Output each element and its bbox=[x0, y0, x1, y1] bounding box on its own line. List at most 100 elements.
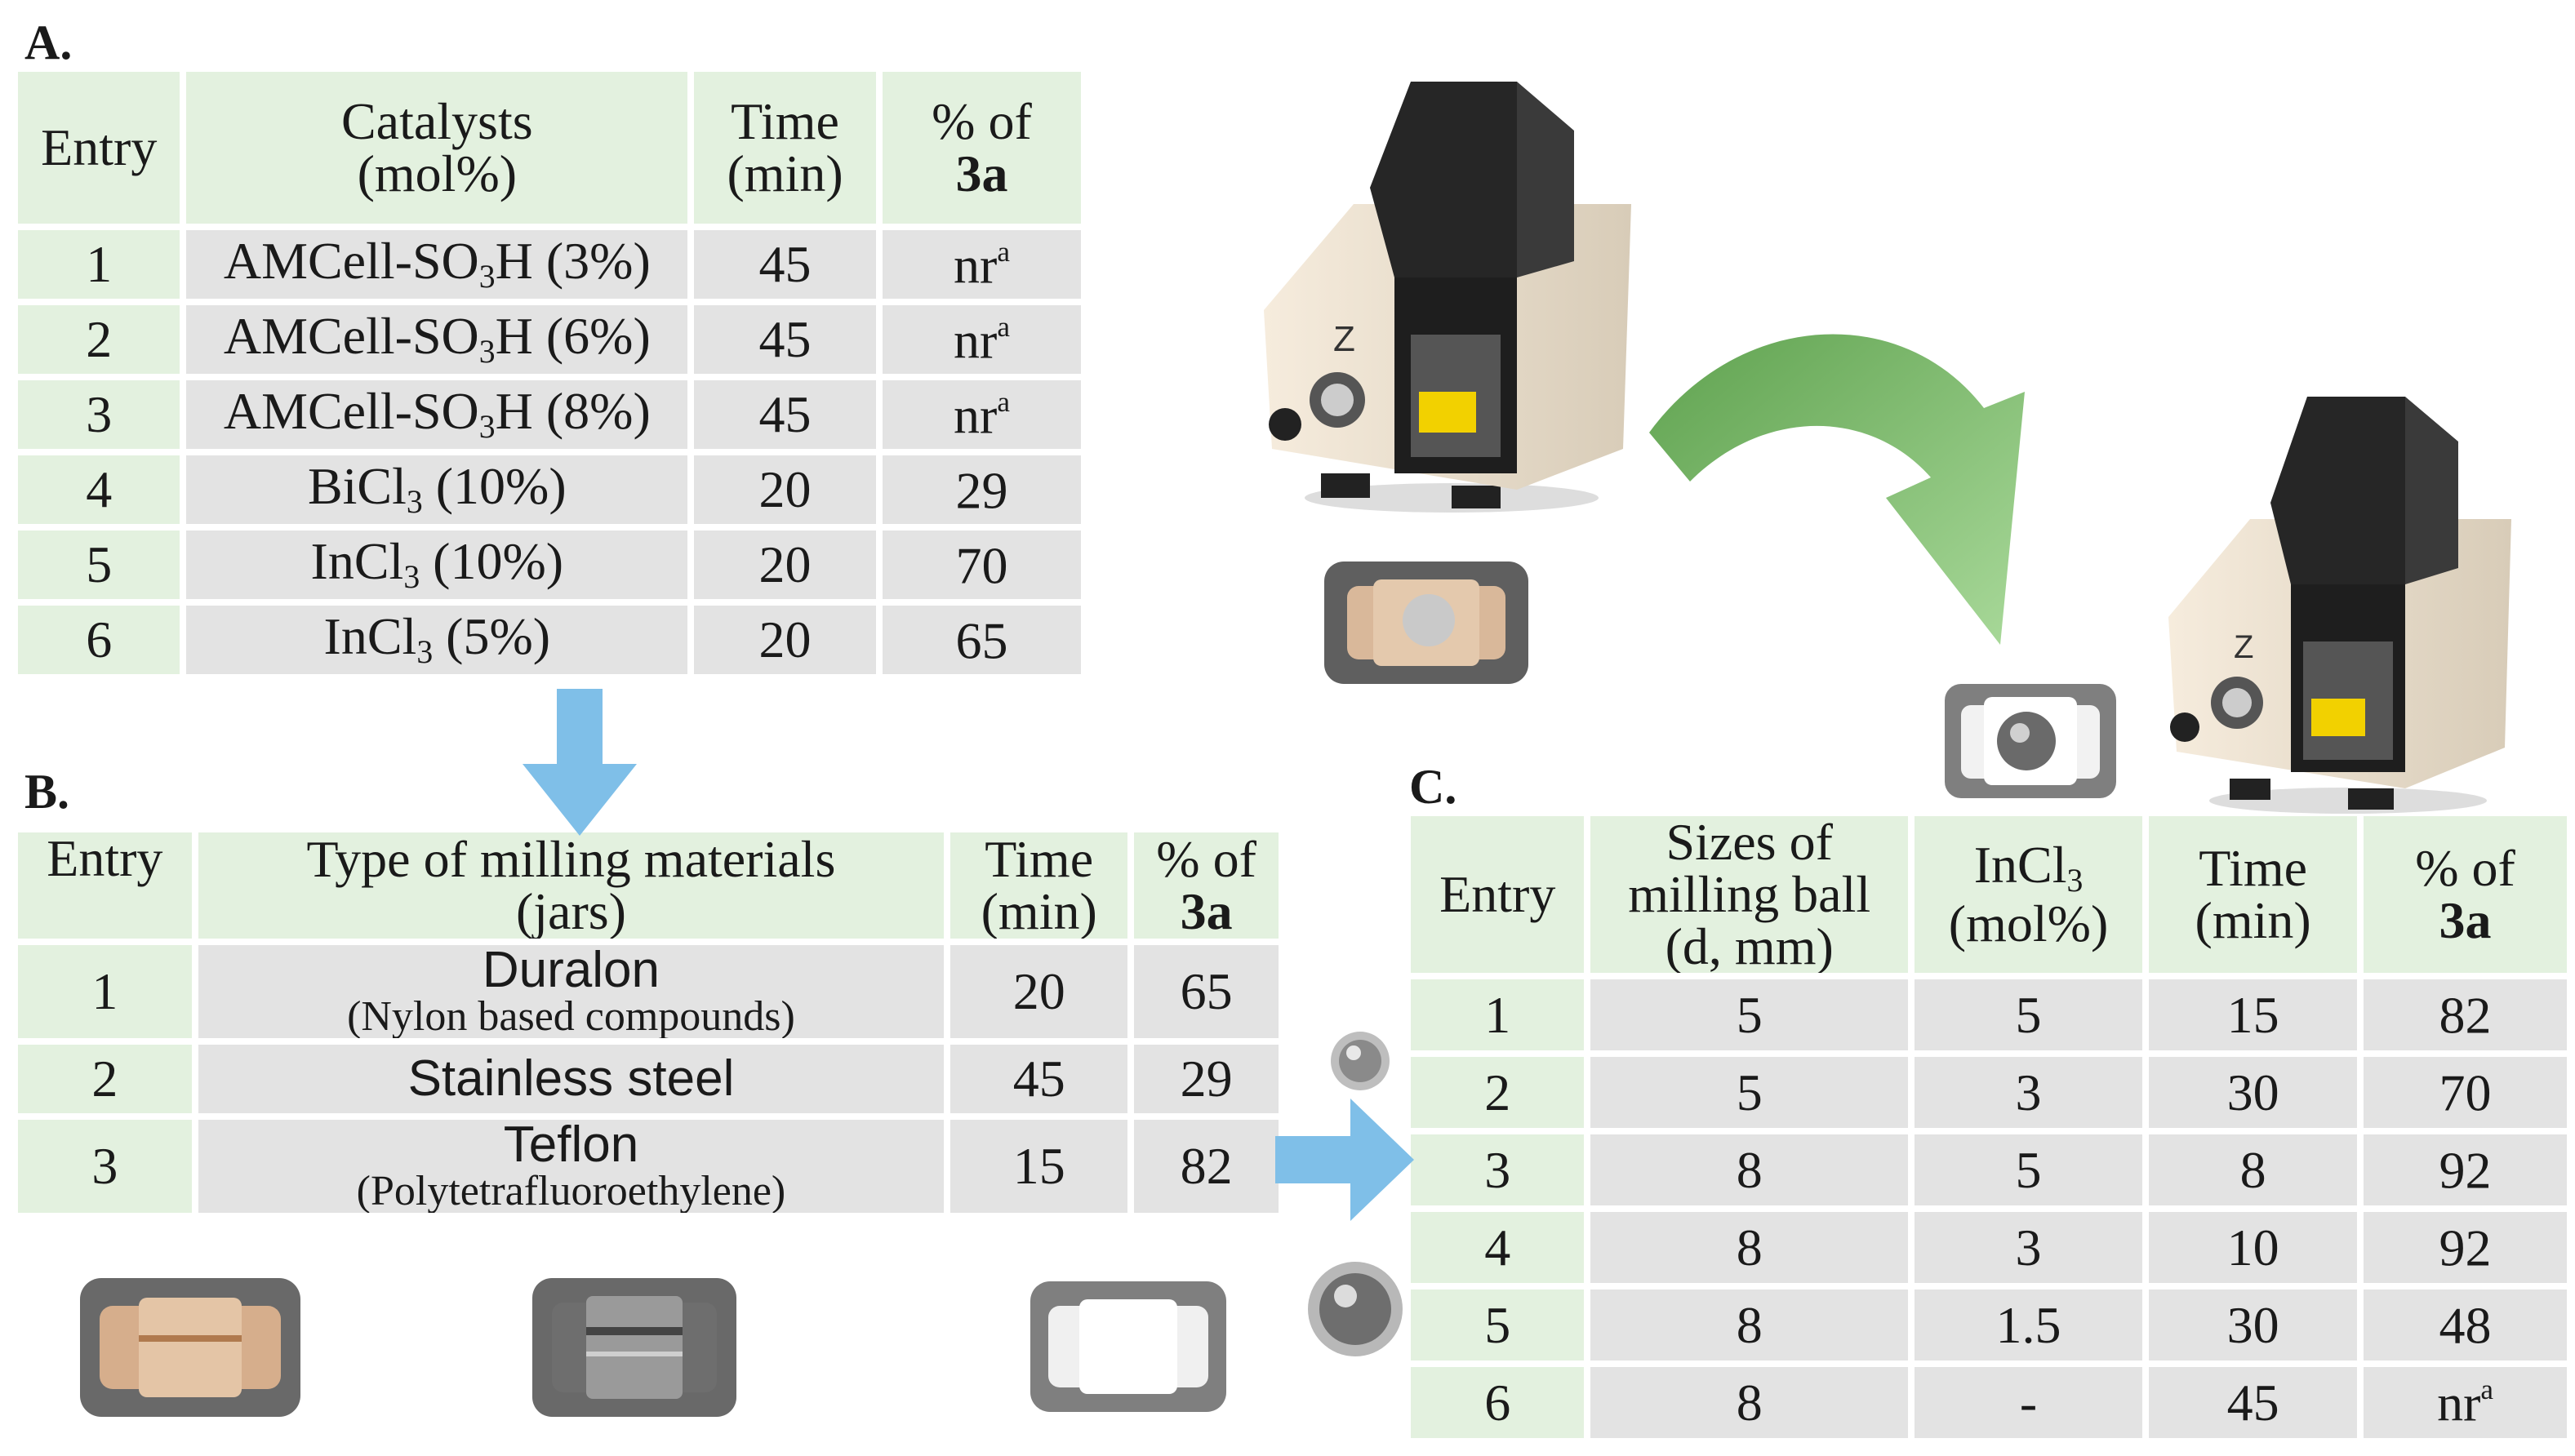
yield-value: 92 bbox=[2439, 1141, 2492, 1200]
material-name: Teflon bbox=[503, 1120, 639, 1173]
header-catalysts: Catalysts(mol%) bbox=[186, 72, 688, 224]
catalyst-subscript: 3 bbox=[478, 259, 496, 295]
entry-cell: 3 bbox=[1411, 1134, 1585, 1205]
catalyst-name: AMCell-SO bbox=[223, 382, 479, 441]
entry-cell: 1 bbox=[1411, 979, 1585, 1050]
large-milling-ball bbox=[1308, 1262, 1403, 1356]
material-note: (Nylon based compounds) bbox=[347, 993, 795, 1038]
catalyst-name: InCl bbox=[310, 532, 404, 591]
duralon-jar bbox=[80, 1278, 300, 1417]
yield-value: nr bbox=[954, 311, 998, 370]
incl3-cell: - bbox=[1914, 1367, 2143, 1438]
yield-value: 65 bbox=[955, 611, 1008, 670]
yield-footnote: a bbox=[2480, 1374, 2494, 1406]
yield-value: 70 bbox=[2439, 1063, 2492, 1122]
catalyst-cell: AMCell-SO3H (8%) bbox=[186, 380, 688, 449]
material-note: (Polytetrafluoroethylene) bbox=[356, 1168, 786, 1213]
catalyst-name: AMCell-SO bbox=[223, 307, 479, 366]
catalyst-cell: InCl3 (10%) bbox=[186, 530, 688, 599]
header-material: Type of milling materials(jars) bbox=[198, 832, 945, 939]
time-cell: 45 bbox=[694, 380, 876, 449]
incl3-cell: 1.5 bbox=[1914, 1290, 2143, 1361]
catalyst-loading: (10%) bbox=[420, 532, 564, 591]
yield-value: 29 bbox=[955, 461, 1008, 520]
time-cell: 15 bbox=[2149, 979, 2358, 1050]
catalyst-subscript: 3 bbox=[406, 484, 423, 521]
ball-size-cell: 5 bbox=[1590, 979, 1908, 1050]
yield-cell: 29 bbox=[882, 455, 1081, 524]
material-cell: Teflon(Polytetrafluoroethylene) bbox=[198, 1120, 945, 1213]
ball-size-cell: 8 bbox=[1590, 1212, 1908, 1283]
time-cell: 45 bbox=[2149, 1367, 2358, 1438]
yield-footnote: a bbox=[997, 310, 1010, 343]
entry-cell: 5 bbox=[18, 530, 180, 599]
catalyst-name: AMCell-SO bbox=[223, 232, 479, 291]
yield-cell: nra bbox=[882, 305, 1081, 374]
catalyst-subscript: 3 bbox=[416, 634, 434, 671]
yield-cell: nra bbox=[882, 230, 1081, 299]
catalyst-subscript: 3 bbox=[478, 409, 496, 446]
yield-cell: 65 bbox=[1134, 945, 1279, 1038]
time-cell: 15 bbox=[950, 1120, 1128, 1213]
entry-cell: 1 bbox=[18, 945, 192, 1038]
catalyst-cell: BiCl3 (10%) bbox=[186, 455, 688, 524]
time-cell: 8 bbox=[2149, 1134, 2358, 1205]
small-milling-ball bbox=[1331, 1032, 1390, 1090]
incl3-cell: 5 bbox=[1914, 1134, 2143, 1205]
down-arrow-icon bbox=[523, 689, 637, 836]
time-cell: 10 bbox=[2149, 1212, 2358, 1283]
time-cell: 30 bbox=[2149, 1057, 2358, 1128]
header-time: Time(min) bbox=[694, 72, 876, 224]
entry-cell: 2 bbox=[1411, 1057, 1585, 1128]
teflon-jar-with-ball bbox=[1945, 684, 2116, 798]
panel-b-label: B. bbox=[24, 765, 70, 819]
entry-cell: 2 bbox=[18, 1045, 192, 1113]
entry-cell: 6 bbox=[1411, 1367, 1585, 1438]
stainless-steel-jar bbox=[532, 1278, 736, 1417]
yield-cell: 70 bbox=[2364, 1057, 2567, 1128]
time-cell: 20 bbox=[694, 606, 876, 674]
header-time: Time(min) bbox=[2149, 816, 2358, 973]
time-cell: 20 bbox=[694, 455, 876, 524]
material-cell: Stainless steel bbox=[198, 1045, 945, 1113]
yield-cell: 92 bbox=[2364, 1134, 2567, 1205]
entry-cell: 1 bbox=[18, 230, 180, 299]
yield-cell: 70 bbox=[882, 530, 1081, 599]
time-cell: 45 bbox=[694, 305, 876, 374]
teflon-jar bbox=[1030, 1281, 1226, 1412]
material-name: Stainless steel bbox=[407, 1050, 735, 1107]
yield-cell: nra bbox=[2364, 1367, 2567, 1438]
material-name: Duralon bbox=[482, 945, 660, 998]
yield-cell: 48 bbox=[2364, 1290, 2567, 1361]
catalyst-cell: InCl3 (5%) bbox=[186, 606, 688, 674]
catalyst-loading: H (3%) bbox=[495, 232, 651, 291]
duralon-jar-with-ball bbox=[1324, 562, 1528, 684]
yield-cell: 29 bbox=[1134, 1045, 1279, 1113]
yield-value: 70 bbox=[955, 536, 1008, 595]
right-arrow-icon bbox=[1275, 1099, 1414, 1221]
time-cell: 30 bbox=[2149, 1290, 2358, 1361]
catalyst-name: BiCl bbox=[307, 457, 407, 516]
material-cell: Duralon(Nylon based compounds) bbox=[198, 945, 945, 1038]
yield-cell: nra bbox=[882, 380, 1081, 449]
catalyst-subscript: 3 bbox=[478, 334, 496, 371]
curved-arrow-icon bbox=[1649, 334, 2025, 645]
time-cell: 20 bbox=[694, 530, 876, 599]
yield-value: 92 bbox=[2439, 1219, 2492, 1277]
entry-cell: 3 bbox=[18, 380, 180, 449]
catalyst-loading: H (6%) bbox=[495, 307, 651, 366]
catalyst-loading: H (8%) bbox=[495, 382, 651, 441]
catalyst-cell: AMCell-SO3H (3%) bbox=[186, 230, 688, 299]
ball-size-cell: 8 bbox=[1590, 1290, 1908, 1361]
ball-mill-device-large: Z bbox=[1264, 82, 1631, 513]
